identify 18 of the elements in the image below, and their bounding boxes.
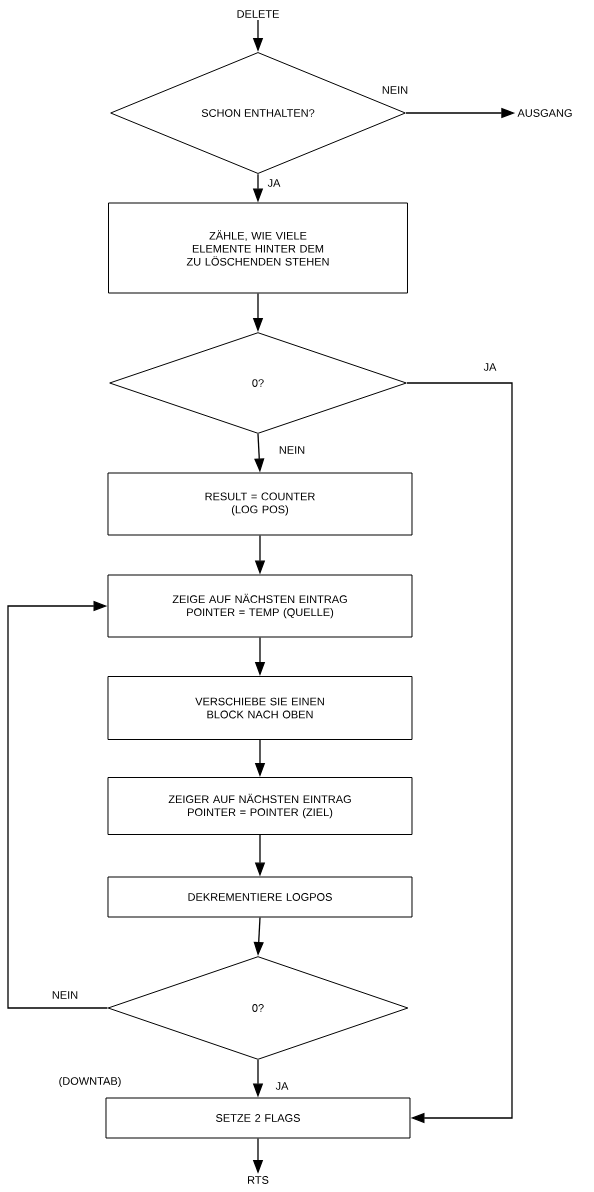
edge-label: JA <box>266 178 282 188</box>
process-box: ZEIGER AUF NÄCHSTEN EINTRAG POINTER = POINTER (ZIEL) <box>107 777 413 835</box>
process-box: DEKREMENTIERE LOGPOS <box>107 876 413 918</box>
arrow <box>406 382 513 1124</box>
edge-label: JA <box>482 362 498 372</box>
process-box: ZEIGE AUF NÄCHSTEN EINTRAG POINTER = TEMP (QUELLE) <box>107 574 413 638</box>
terminal-text: RTS <box>248 1176 269 1184</box>
process-box: VERSCHIEBE SIE EINEN BLOCK NACH OBEN <box>107 676 413 740</box>
side-note: (DOWNTAB) <box>59 1076 121 1088</box>
process-box: ZÄHLE, WIE VIELE ELEMENTE HINTER DEM ZU LÖSCHENDEN STEHEN <box>108 202 408 294</box>
edge-label: NEIN <box>277 445 307 455</box>
arrow <box>7 600 109 1009</box>
terminal-text: DELETE <box>237 10 279 18</box>
edge-label: JA <box>274 1081 290 1091</box>
terminal-text: AUSGANG <box>517 109 572 117</box>
process-box: SETZE 2 FLAGS <box>105 1097 411 1139</box>
process-box: RESULT = COUNTER (LOG POS) <box>107 472 413 536</box>
edge-label: NEIN <box>50 990 80 1000</box>
